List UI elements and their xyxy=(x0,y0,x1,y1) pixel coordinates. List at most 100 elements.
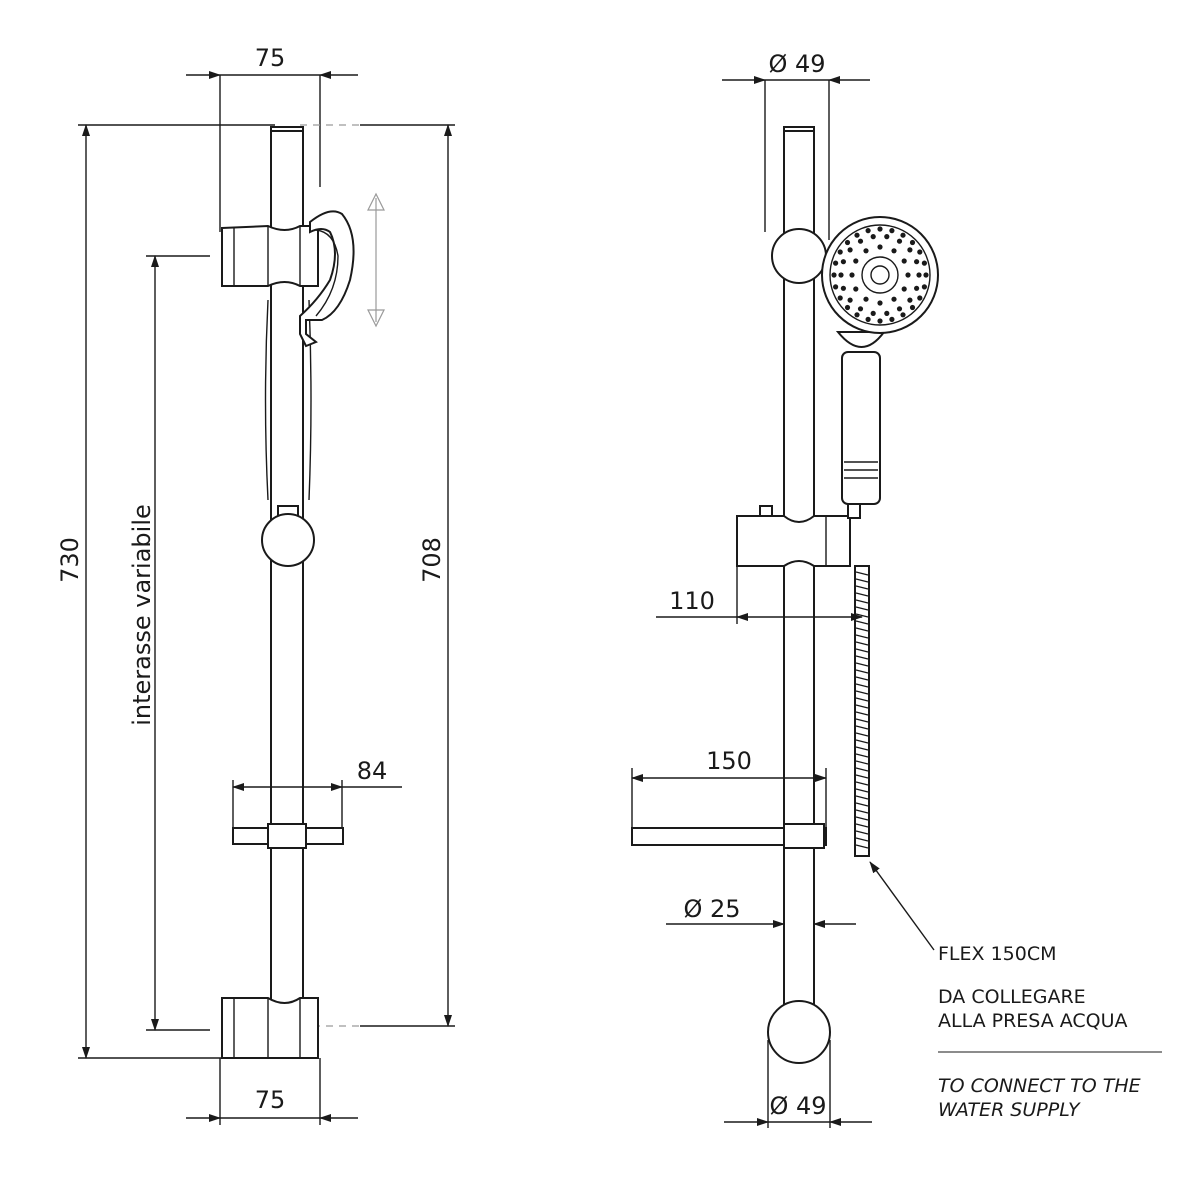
dim-diameter-bottom: Ø 49 xyxy=(724,1040,872,1128)
hose-rib xyxy=(855,767,869,772)
nozzle-dot xyxy=(917,295,923,301)
hose-rib xyxy=(855,571,869,576)
hose-rib xyxy=(855,732,869,737)
side-view: Ø 49 xyxy=(631,50,939,1128)
nozzle-dot xyxy=(838,272,844,278)
nozzle-dot xyxy=(917,249,923,255)
nozzle-dot xyxy=(877,226,883,232)
front-top-bracket xyxy=(221,224,319,287)
nozzle-dot xyxy=(914,259,920,265)
hose-rib xyxy=(855,718,869,723)
nozzle-dot xyxy=(877,244,883,250)
hose-rib xyxy=(855,676,869,681)
nozzle-dot xyxy=(889,316,895,322)
dim-width-bottom-label: 75 xyxy=(255,1086,286,1114)
dim-width-bottom: 75 xyxy=(186,1058,358,1125)
nozzle-dot xyxy=(854,312,860,318)
hose-rib xyxy=(855,634,869,639)
nozzle-dot xyxy=(877,318,883,324)
hose-rib xyxy=(855,788,869,793)
nozzle-dot xyxy=(907,247,913,253)
nozzle-dot xyxy=(909,239,916,246)
side-top-bracket xyxy=(771,228,827,284)
nozzle-dot xyxy=(840,285,847,291)
dim-soap-dish-width-label: 84 xyxy=(357,757,388,785)
nozzle-dot xyxy=(884,234,890,240)
nozzle-dot xyxy=(891,296,897,302)
hose-rib xyxy=(855,760,869,765)
nozzle-dot xyxy=(870,310,876,316)
note-connect-it-2: ALLA PRESA ACQUA xyxy=(938,1010,1128,1032)
hose-rib xyxy=(855,816,869,821)
hose-rib xyxy=(855,690,869,695)
note-connect-en-2: WATER SUPPLY xyxy=(938,1099,1081,1121)
nozzle-dot xyxy=(901,286,907,292)
front-bottom-bracket xyxy=(221,997,319,1059)
dim-diameter-rail-label: Ø 25 xyxy=(683,895,740,923)
dim-rail-height: 708 xyxy=(300,124,455,1027)
nozzle-dot xyxy=(865,228,871,234)
nozzle-dot xyxy=(833,284,839,290)
nozzle-dot xyxy=(844,239,851,246)
side-shower-head xyxy=(821,216,939,505)
hose-rib xyxy=(855,669,869,674)
side-slider xyxy=(736,503,861,567)
dim-width-top-label: 75 xyxy=(255,44,286,72)
nozzle-dot xyxy=(921,260,928,266)
dim-total-height-label: 730 xyxy=(56,537,84,583)
dim-diameter-bottom-label: Ø 49 xyxy=(769,1092,826,1120)
dim-diameter-rail: Ø 25 xyxy=(666,895,856,928)
dim-slider-depth: 110 xyxy=(656,566,863,624)
dim-interaxis-label: interasse variabile xyxy=(128,504,156,726)
hose-rib xyxy=(855,662,869,667)
nozzle-dot xyxy=(877,300,883,306)
hose-rib xyxy=(855,606,869,611)
nozzle-dot xyxy=(853,286,859,292)
hose-rib xyxy=(855,648,869,653)
dim-soap-dish-depth-label: 150 xyxy=(706,747,752,775)
hose-rib xyxy=(855,704,869,709)
dim-diameter-top: Ø 49 xyxy=(722,50,870,240)
nozzle-dot xyxy=(901,258,907,264)
nozzle-dot xyxy=(884,310,890,316)
nozzle-dot xyxy=(863,296,869,302)
nozzle-dot xyxy=(844,304,851,311)
notes: FLEX 150CM DA COLLEGARE ALLA PRESA ACQUA… xyxy=(938,943,1162,1121)
nozzle-dot xyxy=(900,312,906,318)
hose-rib xyxy=(855,753,869,758)
side-bottom-bracket xyxy=(767,1000,831,1064)
hose-rib xyxy=(855,830,869,835)
hose-rib xyxy=(855,578,869,583)
note-flex: FLEX 150CM xyxy=(938,943,1057,965)
hose-rib xyxy=(855,809,869,814)
nozzle-dot xyxy=(923,272,929,278)
flex-leader-line xyxy=(869,861,935,951)
shower-nozzles xyxy=(831,226,929,324)
nozzle-dot xyxy=(857,306,864,312)
note-connect-en-1: TO CONNECT TO THE xyxy=(938,1075,1141,1097)
dim-slider-depth-label: 110 xyxy=(669,587,715,615)
front-shower-holder xyxy=(299,210,355,348)
slide-adjust-arrow xyxy=(367,192,385,328)
nozzle-dot xyxy=(857,238,864,244)
nozzle-dot xyxy=(916,272,922,278)
hose-rib xyxy=(855,844,869,849)
hose-rib xyxy=(855,592,869,597)
hose-rib xyxy=(855,823,869,828)
dim-interaxis: interasse variabile xyxy=(128,255,210,1031)
hose-rib xyxy=(855,655,869,660)
nozzle-dot xyxy=(905,272,911,278)
nozzle-dot xyxy=(896,238,903,244)
nozzle-dot xyxy=(840,259,847,265)
flex-hose xyxy=(854,565,870,857)
hose-rib xyxy=(855,774,869,779)
nozzle-dot xyxy=(833,260,839,266)
nozzle-dot xyxy=(854,232,860,238)
hose-rib xyxy=(855,585,869,590)
hose-rib xyxy=(855,641,869,646)
nozzle-dot xyxy=(900,232,906,238)
hose-rib xyxy=(855,711,869,716)
nozzle-dot xyxy=(896,306,903,312)
front-slider-knob xyxy=(261,505,315,567)
nozzle-dot xyxy=(909,304,916,311)
